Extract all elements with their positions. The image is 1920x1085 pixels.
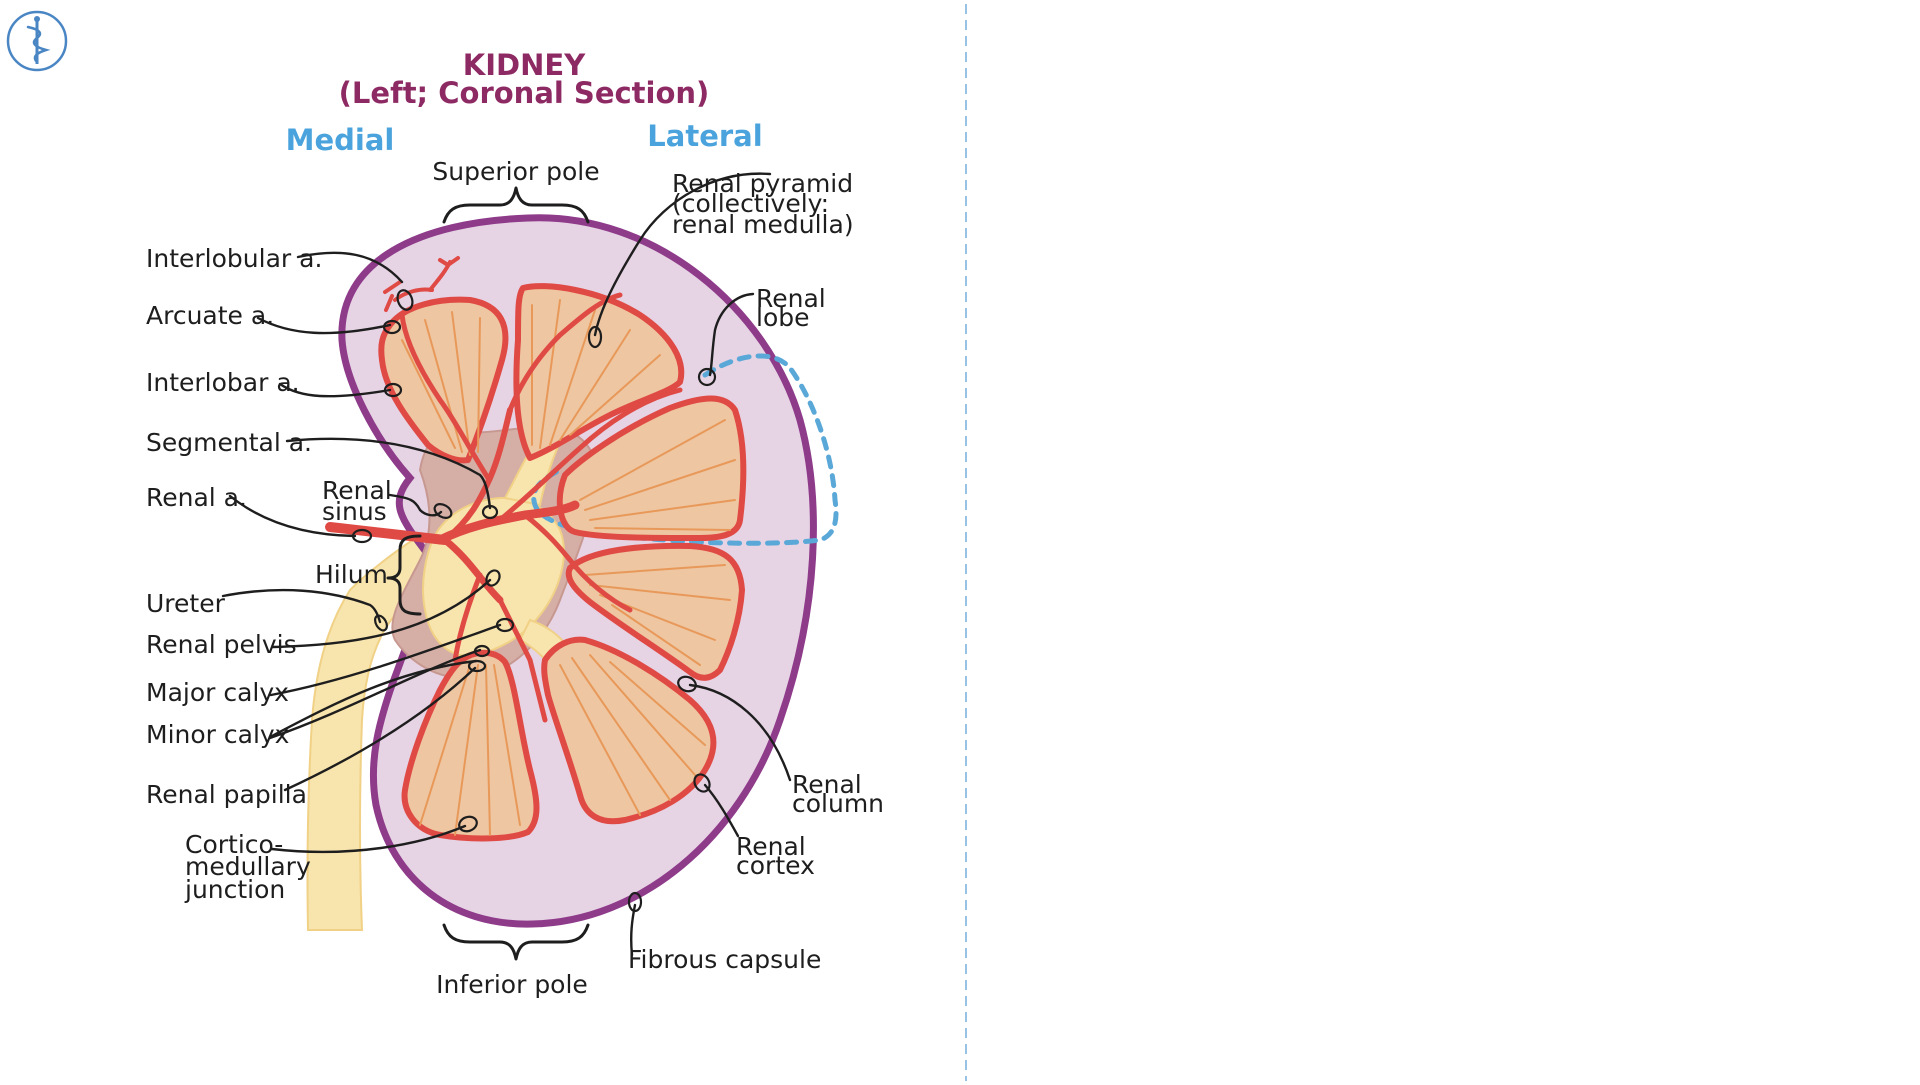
caduceus-icon: [6, 10, 68, 72]
label-hilum: Hilum: [315, 560, 388, 589]
renal-arteries: [325, 256, 683, 723]
label-renal-a: Renal a.: [146, 483, 247, 512]
superior-pole-brace: [442, 186, 590, 224]
label-interlobar-a: Interlobar a.: [146, 368, 300, 397]
label-renal-column: Renal column: [792, 770, 884, 818]
label-minor-calyx: Minor calyx: [146, 720, 289, 749]
label-renal-lobe: Renal lobe: [756, 284, 834, 332]
label-fibrous-capsule: Fibrous capsule: [628, 945, 821, 974]
diagram-subtitle: (Left; Coronal Section): [339, 76, 710, 110]
lateral-label: Lateral: [647, 119, 762, 153]
medial-label: Medial: [286, 123, 395, 157]
label-renal-sinus: Renal sinus: [322, 476, 400, 526]
label-major-calyx: Major calyx: [146, 678, 289, 707]
label-ureter: Ureter: [146, 589, 226, 618]
label-corticomedullary-junction: Cortico- medullary junction: [184, 830, 319, 904]
renal-pyramids: [378, 283, 747, 842]
pointer-rings: [351, 289, 717, 913]
label-interlobular-a: Interlobular a.: [146, 244, 322, 273]
label-segmental-a: Segmental a.: [146, 428, 312, 457]
label-superior-pole: Superior pole: [432, 157, 599, 186]
label-renal-pyramid: Renal pyramid (collectively: renal medul…: [672, 169, 861, 239]
label-renal-papilla: Renal papilla: [146, 780, 307, 809]
ureter-shape: [306, 520, 462, 931]
label-renal-cortex: Renal cortex: [736, 832, 815, 880]
label-renal-pelvis: Renal pelvis: [146, 630, 297, 659]
hilum-brace: [386, 534, 422, 616]
label-inferior-pole: Inferior pole: [436, 970, 588, 999]
leader-lines: [221, 172, 792, 957]
diagram-title: KIDNEY: [463, 48, 586, 82]
inferior-pole-brace: [442, 923, 590, 961]
renal-pelvis-shape: [422, 496, 565, 657]
label-arcuate-a: Arcuate a.: [146, 301, 274, 330]
